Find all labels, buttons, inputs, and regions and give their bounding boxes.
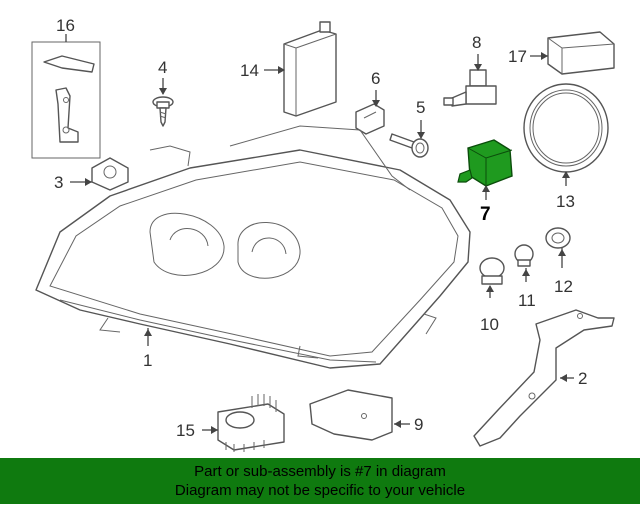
notice-line-1: Part or sub-assembly is #7 in diagram bbox=[194, 463, 446, 480]
arrow-13 bbox=[562, 171, 570, 178]
callout-1: 1 bbox=[143, 351, 152, 370]
part-12-socket bbox=[545, 227, 571, 249]
callout-12: 12 bbox=[554, 277, 573, 296]
arrow-17 bbox=[541, 52, 548, 60]
part-17-box bbox=[547, 31, 615, 75]
notice-line-2: Diagram may not be specific to your vehi… bbox=[174, 482, 466, 499]
part-10-bulb bbox=[479, 257, 505, 285]
part-6-clip bbox=[355, 103, 385, 135]
part-1-headlight bbox=[35, 125, 471, 369]
notice-banner: Part or sub-assembly is #7 in diagram Di… bbox=[0, 458, 640, 504]
callout-8: 8 bbox=[472, 33, 481, 52]
callout-5: 5 bbox=[416, 98, 425, 117]
arrow-9 bbox=[394, 420, 401, 428]
arrow-5 bbox=[417, 132, 425, 139]
arrow-3 bbox=[85, 178, 92, 186]
part-16-bracket bbox=[31, 41, 101, 159]
arrow-1 bbox=[144, 329, 152, 336]
part-11-bulb bbox=[514, 244, 534, 267]
callout-6: 6 bbox=[371, 69, 380, 88]
arrow-8 bbox=[474, 64, 482, 71]
callout-14: 14 bbox=[240, 61, 259, 80]
part-14-ballast bbox=[283, 21, 337, 117]
arrow-11 bbox=[522, 269, 530, 276]
part-4-screw bbox=[152, 96, 174, 127]
arrow-12 bbox=[558, 249, 566, 256]
arrow-7 bbox=[482, 185, 490, 192]
callout-3: 3 bbox=[54, 173, 63, 192]
arrow-2 bbox=[560, 374, 567, 382]
part-5-bolt bbox=[389, 133, 429, 158]
callout-10: 10 bbox=[480, 315, 499, 334]
part-13-gasket bbox=[523, 83, 609, 173]
callout-9: 9 bbox=[414, 415, 423, 434]
part-7-actuator bbox=[457, 139, 513, 187]
arrow-15 bbox=[211, 426, 218, 434]
callout-13: 13 bbox=[556, 192, 575, 211]
arrow-10 bbox=[486, 285, 494, 292]
part-2-bracket bbox=[473, 309, 615, 447]
arrow-6 bbox=[372, 100, 380, 107]
part-8-bulb bbox=[443, 69, 497, 107]
part-9-cover bbox=[309, 389, 393, 441]
arrow-4 bbox=[159, 88, 167, 95]
callout-17: 17 bbox=[508, 47, 527, 66]
callout-11: 11 bbox=[518, 291, 536, 310]
callout-4: 4 bbox=[158, 58, 167, 77]
part-3-mount bbox=[91, 157, 129, 191]
callout-16: 16 bbox=[56, 16, 75, 35]
arrow-14 bbox=[278, 66, 285, 74]
callout-2: 2 bbox=[578, 369, 587, 388]
callout-7: 7 bbox=[480, 204, 491, 225]
part-15-module bbox=[217, 394, 285, 452]
callout-15: 15 bbox=[176, 421, 195, 440]
parts-diagram: 16 4 14 6 5 8 bbox=[31, 16, 615, 452]
